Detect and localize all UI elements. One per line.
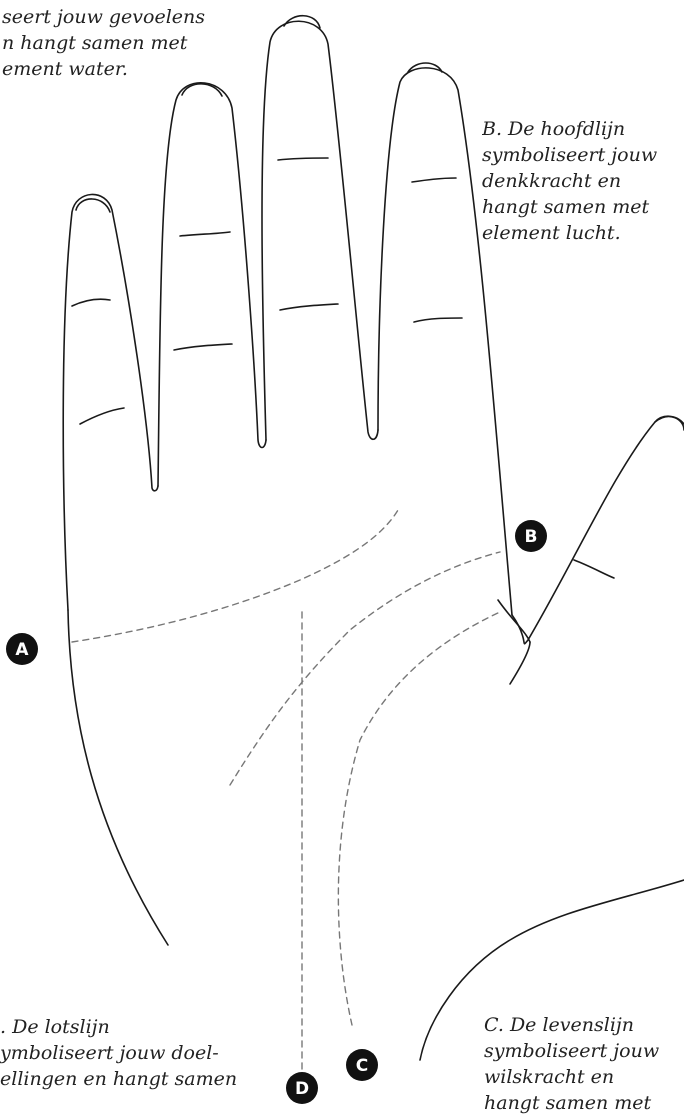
- svg-text:C: C: [356, 1056, 368, 1076]
- index-crease-2: [414, 318, 462, 322]
- life-line-caption: C. De levenslijn symboliseert jouw wilsk…: [484, 1012, 684, 1116]
- thumb-lower-outline: [510, 642, 530, 684]
- caption-line: ement water.: [0, 56, 260, 82]
- pinky-crease-1: [72, 299, 110, 306]
- middle-crease-1: [278, 158, 328, 160]
- caption-line: hangt samen met: [482, 194, 684, 220]
- ring-crease-1: [180, 232, 230, 236]
- caption-line: ymboliseert jouw doel-: [0, 1040, 270, 1066]
- caption-line: hangt samen met: [484, 1090, 684, 1116]
- pinky-crease-2: [80, 408, 124, 424]
- svg-text:A: A: [15, 640, 29, 660]
- caption-line: symboliseert jouw: [482, 142, 684, 168]
- caption-line: element lucht.: [482, 220, 684, 246]
- svg-text:D: D: [295, 1079, 309, 1099]
- marker-c: C: [346, 1049, 378, 1081]
- pinky-nail: [76, 199, 110, 212]
- caption-line: seert jouw gevoelens: [0, 4, 260, 30]
- caption-line: denkkracht en: [482, 168, 684, 194]
- middle-finger-outline: [262, 21, 378, 440]
- caption-line: C. De levenslijn: [484, 1012, 684, 1038]
- ring-finger-outline: [158, 83, 266, 486]
- caption-line: wilskracht en: [484, 1064, 684, 1090]
- ring-crease-2: [174, 344, 232, 350]
- caption-line: n hangt samen met: [0, 30, 260, 56]
- marker-a: A: [6, 633, 38, 665]
- middle-crease-2: [280, 304, 338, 310]
- life-line: [338, 612, 500, 1025]
- caption-line: B. De hoofdlijn: [482, 116, 684, 142]
- thumb-nail: [655, 416, 684, 424]
- index-crease-1: [412, 178, 456, 182]
- fate-line-caption: . De lotslijn ymboliseert jouw doel- ell…: [0, 1014, 270, 1092]
- thumb-crease: [574, 560, 614, 578]
- marker-b: B: [515, 520, 547, 552]
- caption-line: . De lotslijn: [0, 1014, 270, 1040]
- marker-d: D: [286, 1072, 318, 1104]
- caption-line: ellingen en hangt samen: [0, 1066, 270, 1092]
- caption-line: symboliseert jouw: [484, 1038, 684, 1064]
- pinky-finger-outline: [63, 194, 158, 610]
- svg-text:B: B: [525, 527, 538, 547]
- palm-left-outline: [68, 610, 168, 945]
- thumb-inner-crease: [498, 600, 530, 642]
- head-line-caption: B. De hoofdlijn symboliseert jouw denkkr…: [482, 116, 684, 246]
- heart-line-caption: seert jouw gevoelens n hangt samen met e…: [0, 4, 260, 82]
- heart-line: [72, 510, 398, 642]
- head-line: [230, 552, 500, 785]
